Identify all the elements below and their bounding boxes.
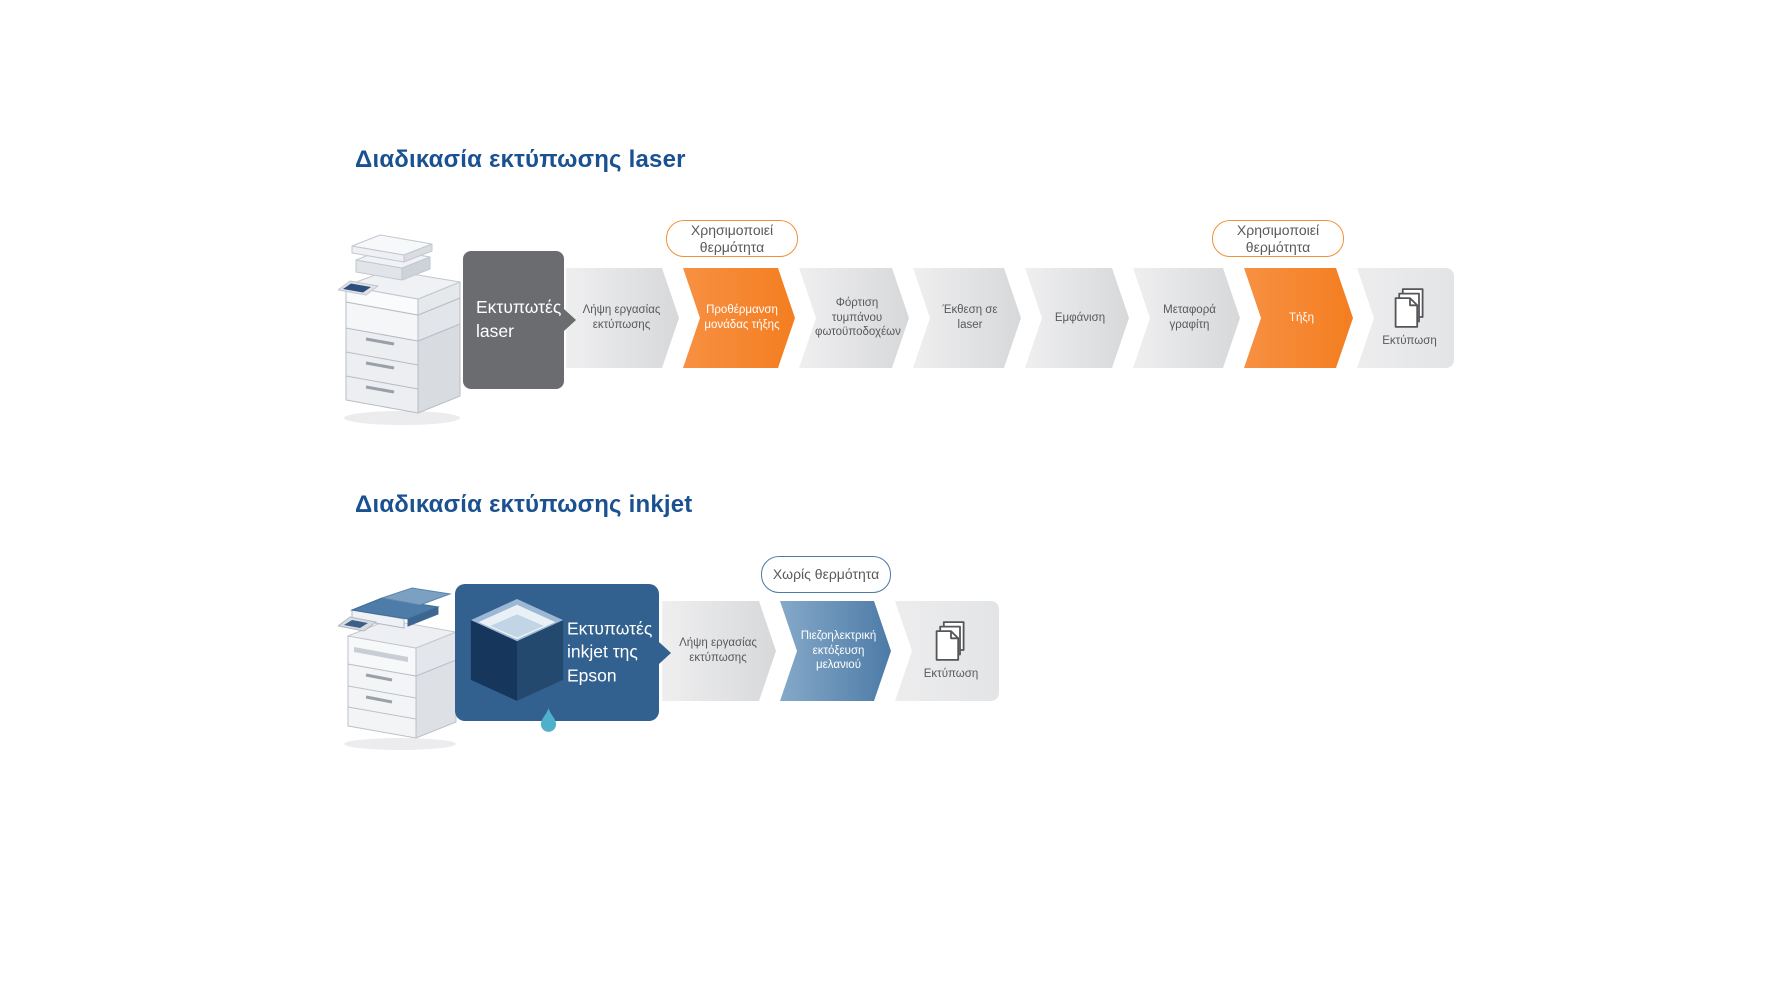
laser-printers-box-label: Εκτυπωτές laser [476,297,562,341]
flow-start-arrow [659,641,671,664]
flow-step-end: Εκτύπωση [1357,268,1454,368]
inkjet-process-title: Διαδικασία εκτύπωσης inkjet [355,491,693,518]
flow-step-gray: Έκθεση σε laser [913,268,1021,368]
flow-step-orange: Τήξη [1244,268,1353,368]
ink-drop-icon [540,706,557,738]
printhead-icon [467,590,567,713]
no-heat-callout-label: Χωρίς θερμότητα [772,566,880,583]
flow-step-label: Έκθεση σε laser [942,304,998,331]
flow-step-label: Μεταφορά γραφίτη [1163,304,1216,331]
flow-step-gray: Εμφάνιση [1025,268,1129,368]
uses-heat-callout-1: Χρησιμοποιεί θερμότητα [666,220,798,257]
no-heat-callout: Χωρίς θερμότητα [761,556,891,593]
inkjet-process-flow: Λήψη εργασίας εκτύπωσης Πιεζοηλεκτρική εκ… [662,601,999,701]
laser-printer-illustration [337,210,470,433]
flow-step-label: Πιεζοηλεκτρική εκτόξευση μελανιού [800,629,877,672]
uses-heat-callout-2: Χρησιμοποιεί θερμότητα [1212,220,1344,257]
flow-step-gray: Λήψη εργασίας εκτύπωσης [566,268,679,368]
inkjet-printer-illustration [336,552,468,757]
printed-pages-icon [1392,287,1428,329]
epson-inkjet-printers-box-label: Εκτυπωτές inkjet της Epson [567,618,653,686]
flow-step-end: Εκτύπωση [895,601,999,701]
flow-step-label: Φόρτιση τυμπάνου φωτοϋποδοχέων [815,296,901,339]
laser-printers-box: Εκτυπωτές laser [463,251,576,389]
laser-process-flow: Λήψη εργασίας εκτύπωσης Προθέρμανση μονάδ… [566,268,1454,368]
flow-start-arrow [564,309,576,331]
flow-step-label: Εκτύπωση [1382,335,1437,348]
epson-inkjet-printers-box: Εκτυπωτές inkjet της Epson [455,584,671,721]
flow-step-label: Προθέρμανση μονάδας τήξης [704,304,780,331]
flow-step-label: Λήψη εργασίας εκτύπωσης [679,637,757,664]
laser-process-title: Διαδικασία εκτύπωσης laser [355,146,686,173]
flow-step-orange: Προθέρμανση μονάδας τήξης [683,268,795,368]
flow-step-label: Εκτύπωση [923,668,979,681]
flow-step-blue: Πιεζοηλεκτρική εκτόξευση μελανιού [780,601,891,701]
printed-pages-icon [933,620,969,662]
flow-step-label: Εμφάνιση [1054,311,1106,324]
uses-heat-callout-1-label: Χρησιμοποιεί θερμότητα [690,222,774,255]
flow-step-label: Λήψη εργασίας εκτύπωσης [582,304,661,331]
flow-step-gray: Φόρτιση τυμπάνου φωτοϋποδοχέων [799,268,909,368]
flow-step-gray: Μεταφορά γραφίτη [1133,268,1240,368]
uses-heat-callout-2-label: Χρησιμοποιεί θερμότητα [1236,222,1320,255]
flow-step-gray: Λήψη εργασίας εκτύπωσης [662,601,776,701]
flow-step-label: Τήξη [1289,311,1314,324]
